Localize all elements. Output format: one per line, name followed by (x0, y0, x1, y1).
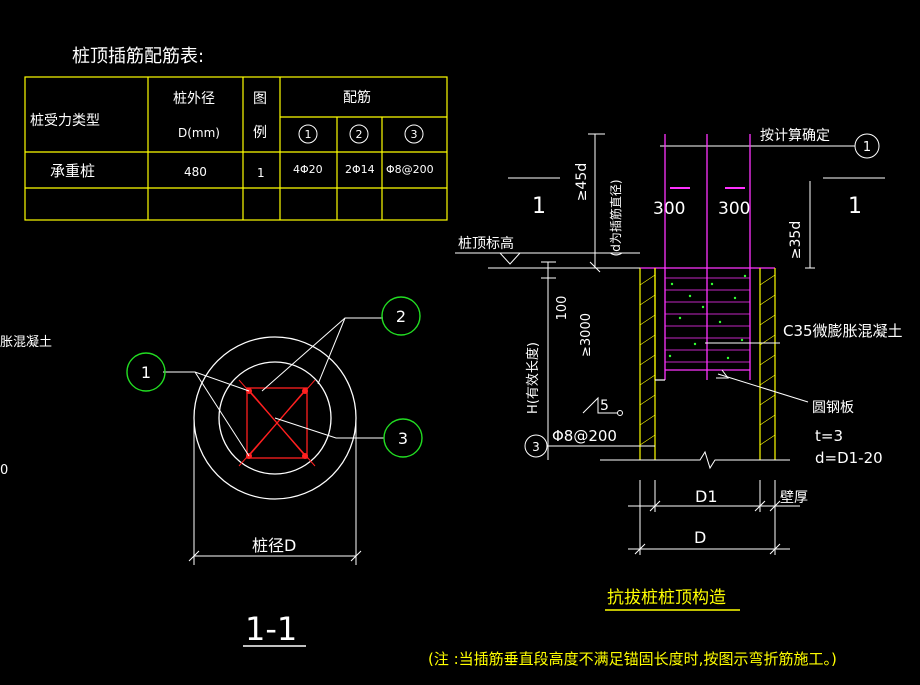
pile-top-label: 桩顶标高 (458, 235, 514, 252)
pile-walls (639, 268, 776, 460)
table-title: 桩顶插筋配筋表: (72, 46, 204, 67)
section-mark-right: 1 (848, 194, 862, 219)
section-title: 1-1 (245, 610, 297, 648)
detail-callout-3: 3 (532, 440, 540, 454)
plate-dia: d=D1-20 (815, 449, 883, 467)
header-dia-2: D(mm) (178, 126, 220, 140)
plate-thickness: t=3 (815, 427, 843, 445)
h-label: H(有效长度) (525, 342, 541, 414)
construction-note: (注 :当插筋垂直段高度不满足锚固长度时,按图示弯折筋施工。) (428, 650, 837, 668)
cell-r2: 2Φ14 (345, 163, 375, 176)
header-rebar: 配筋 (343, 89, 371, 106)
pile-section (193, 336, 357, 500)
header-legend-2: 例 (253, 125, 267, 141)
header-dia-1: 桩外径 (173, 90, 215, 107)
header-legend-1: 图 (253, 91, 267, 107)
concrete-label: C35微膨胀混凝土 (783, 322, 903, 340)
dim-D: D (694, 528, 706, 547)
header-col-3: 3 (411, 128, 418, 141)
header-col-2: 2 (356, 128, 363, 141)
cell-dia: 480 (184, 165, 207, 179)
table-row: 承重桩 480 1 4Φ20 2Φ14 Φ8@200 (50, 162, 434, 180)
plate-label: 圆钢板 (812, 400, 854, 416)
callout-1: 1 (141, 363, 151, 382)
dim-300-b: 300 (718, 199, 750, 219)
dim-100: 100 (555, 296, 570, 321)
rebars (640, 134, 775, 380)
cell-type: 承重桩 (50, 162, 95, 180)
rebar-table (24, 76, 448, 221)
detail-callout-1: 1 (863, 140, 871, 155)
pile-dia-label: 桩径D (252, 536, 296, 555)
stirrup-label: Φ8@200 (552, 427, 617, 445)
cell-r3: Φ8@200 (386, 163, 434, 176)
dim-35d: ≥35d (788, 221, 804, 259)
dim-300-a: 300 (653, 199, 685, 219)
weld-size: 5 (600, 398, 609, 414)
header-col-1: 1 (305, 128, 312, 141)
cell-legend: 1 (257, 166, 265, 180)
cell-r1: 4Φ20 (293, 163, 323, 176)
section-mark-left: 1 (532, 194, 546, 219)
dim-wall: 壁厚 (780, 490, 808, 506)
left-partial-text: 胀混凝土 (0, 334, 52, 350)
dim-3000: ≥3000 (579, 313, 594, 357)
anchor-note: (d为插筋直径) (608, 180, 623, 257)
callout-3: 3 (398, 429, 408, 448)
concrete-speckles (668, 274, 747, 360)
header-type: 桩受力类型 (30, 112, 100, 129)
anchor-len: ≥45d (574, 163, 590, 201)
design-note: 按计算确定 (760, 128, 830, 144)
left-partial-zero: 0 (0, 463, 8, 478)
dim-d1: D1 (695, 487, 718, 506)
detail-title: 抗拔桩桩顶构造 (607, 588, 726, 608)
callout-2: 2 (396, 307, 406, 326)
